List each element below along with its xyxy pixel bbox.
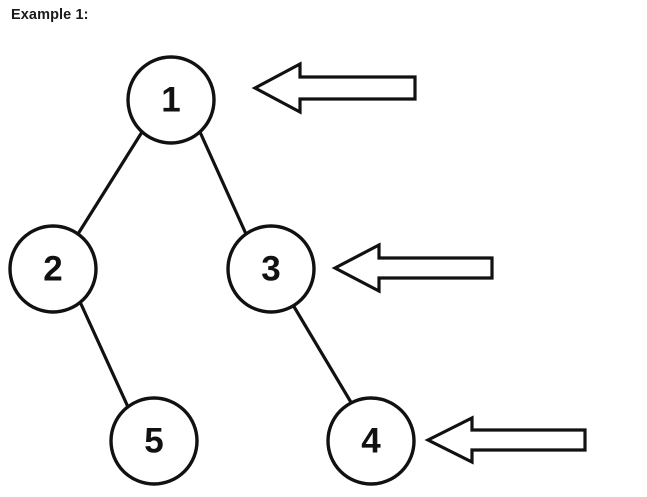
tree-edge-n1-n3 bbox=[198, 130, 248, 236]
arrow-to-node-1 bbox=[251, 61, 417, 115]
tree-edge-n2-n5 bbox=[79, 302, 130, 409]
page-title: Example 1: bbox=[11, 7, 89, 23]
node-value-4: 4 bbox=[361, 422, 381, 461]
node-circle-5 bbox=[109, 396, 199, 486]
annotation-arrow-layer bbox=[251, 61, 587, 465]
tree-edge-layer bbox=[76, 130, 354, 409]
node-value-3: 3 bbox=[261, 250, 280, 289]
node-circle-2 bbox=[8, 224, 98, 314]
node-value-2: 2 bbox=[43, 250, 62, 289]
tree-node-layer: 1 2 3 5 4 bbox=[8, 55, 416, 486]
tree-node-2[interactable]: 2 bbox=[8, 224, 98, 314]
arrow-to-node-4 bbox=[424, 415, 587, 465]
node-value-1: 1 bbox=[161, 81, 180, 120]
tree-node-3[interactable]: 3 bbox=[226, 224, 316, 314]
node-circle-4 bbox=[326, 396, 416, 486]
node-value-5: 5 bbox=[144, 422, 163, 461]
arrow-to-node-3 bbox=[331, 242, 494, 294]
tree-edge-n1-n2 bbox=[76, 130, 144, 236]
tree-node-5[interactable]: 5 bbox=[109, 396, 199, 486]
tree-node-4[interactable]: 4 bbox=[326, 396, 416, 486]
node-circle-3 bbox=[226, 224, 316, 314]
tree-node-1[interactable]: 1 bbox=[126, 55, 216, 145]
node-circle-1 bbox=[126, 55, 216, 145]
tree-edge-n3-n4 bbox=[291, 303, 354, 406]
